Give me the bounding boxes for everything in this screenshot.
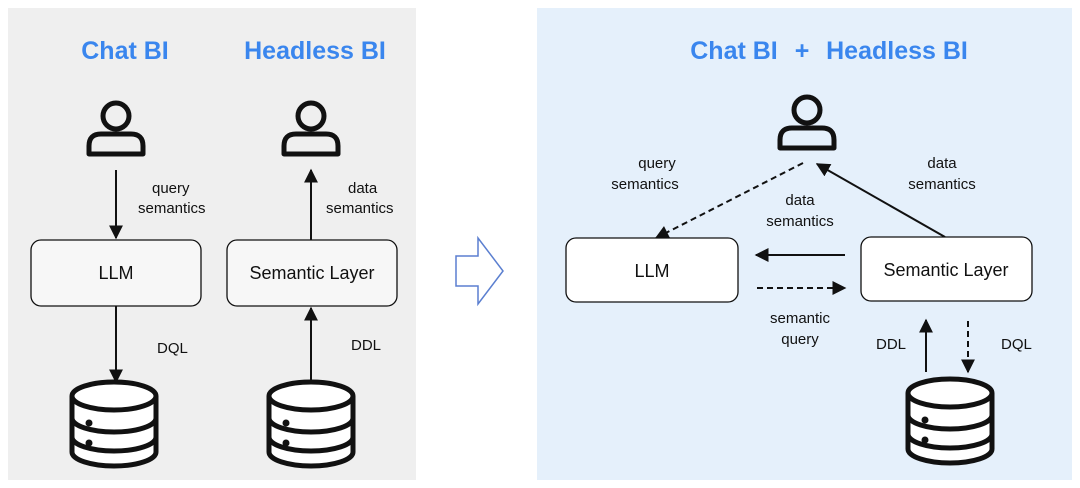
query-semantics-arrow — [654, 162, 804, 239]
llm-label: LLM — [98, 263, 133, 283]
database-icon — [269, 382, 353, 466]
data-semantics-mid-line2: semantics — [766, 213, 834, 230]
ddl-label: DDL — [876, 336, 906, 353]
llm-box — [565, 237, 739, 303]
query-semantics-line2: semantics — [611, 176, 679, 193]
data-semantics-top-line2: semantics — [908, 176, 976, 193]
right-title-headless-bi: Headless BI — [826, 37, 968, 65]
chat-bi-title: Chat BI — [81, 37, 169, 65]
data-semantics-top-line1: data — [927, 155, 957, 172]
semantic-query-line2: query — [781, 331, 819, 348]
query-semantics-line1: query — [638, 155, 676, 172]
semantic-layer-box — [226, 239, 398, 307]
data-label-line1: data — [348, 180, 378, 197]
ddl-label: DDL — [351, 337, 381, 354]
transition-arrow-icon — [455, 235, 504, 307]
data-label-line2: semantics — [326, 200, 394, 217]
data-semantics-arrow — [815, 163, 946, 238]
dql-label: DQL — [1001, 336, 1032, 353]
semantic-layer-label: Semantic Layer — [249, 263, 374, 283]
semantic-layer-box — [860, 236, 1033, 302]
semantic-query-line1: semantic — [770, 310, 831, 327]
right-title-chat-bi: Chat BI — [690, 37, 778, 65]
llm-label: LLM — [634, 261, 669, 281]
database-icon — [908, 379, 992, 463]
right-title-plus: + — [795, 37, 810, 65]
database-icon — [72, 382, 156, 466]
query-label-line1: query — [152, 180, 190, 197]
headless-bi-title: Headless BI — [244, 37, 386, 65]
query-label-line2: semantics — [138, 200, 206, 217]
data-semantics-mid-line1: data — [785, 192, 815, 209]
semantic-layer-label: Semantic Layer — [883, 260, 1008, 280]
dql-label: DQL — [157, 340, 188, 357]
